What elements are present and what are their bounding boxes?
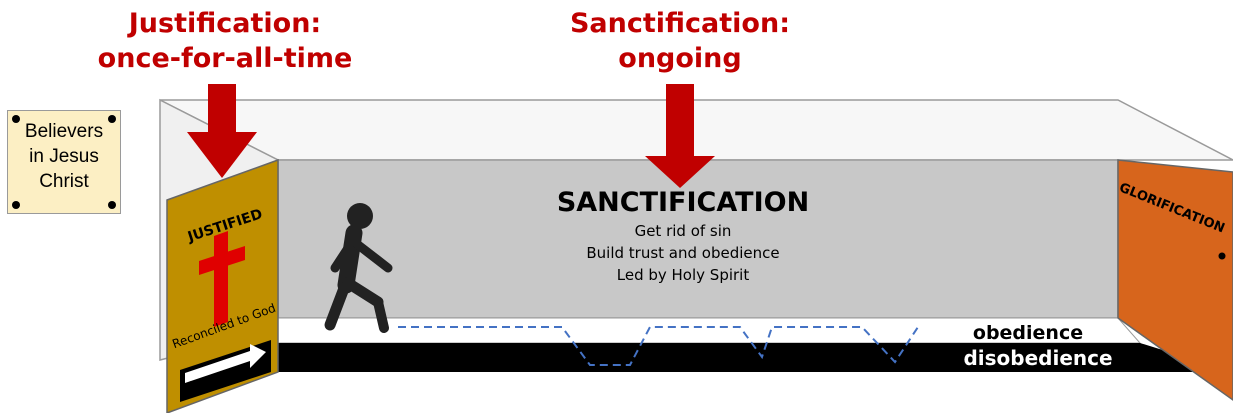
cross-icon bbox=[199, 231, 245, 327]
disobedience-floor bbox=[278, 343, 1233, 372]
sanctification-line-1: Get rid of sin bbox=[635, 222, 732, 240]
justification-heading-line-2: once-for-all-time bbox=[97, 43, 353, 74]
disobedience-label: disobedience bbox=[963, 346, 1112, 370]
sign-nail-icon bbox=[108, 115, 116, 123]
justification-heading-line-1: Justification: bbox=[128, 8, 322, 39]
sign-nail-icon bbox=[12, 115, 20, 123]
sign-nail-icon bbox=[12, 201, 20, 209]
believers-sign-line-1: Believers bbox=[24, 121, 104, 142]
obedience-path-line bbox=[398, 326, 919, 366]
glorification-door bbox=[1117, 159, 1233, 401]
believers-sign-line-2: in Jesus bbox=[29, 146, 99, 167]
justification-heading: Justification: once-for-all-time bbox=[95, 6, 355, 76]
arrow-down-icon bbox=[645, 84, 715, 188]
sanctification-title: SANCTIFICATION bbox=[557, 187, 809, 218]
walking-person-icon bbox=[324, 203, 393, 333]
sanctification-heading-line-1: Sanctification: bbox=[569, 8, 791, 39]
sanctification-heading: Sanctification: ongoing bbox=[545, 6, 815, 76]
believers-sign: Believers in Jesus Christ bbox=[7, 110, 121, 214]
obedience-label: obedience bbox=[973, 322, 1083, 344]
one-way-arrow-icon bbox=[185, 344, 266, 383]
sign-nail-icon bbox=[108, 201, 116, 209]
one-way-sign: ONE WAY bbox=[180, 340, 271, 402]
sanctification-line-3: Led by Holy Spirit bbox=[617, 266, 750, 284]
sanctification-line-2: Build trust and obedience bbox=[586, 244, 779, 262]
corridor-ceiling bbox=[159, 99, 1233, 161]
door-knob-icon bbox=[1218, 252, 1226, 260]
believers-sign-line-3: Christ bbox=[39, 171, 89, 192]
sanctification-heading-line-2: ongoing bbox=[618, 43, 742, 74]
arrow-down-icon bbox=[187, 84, 257, 178]
